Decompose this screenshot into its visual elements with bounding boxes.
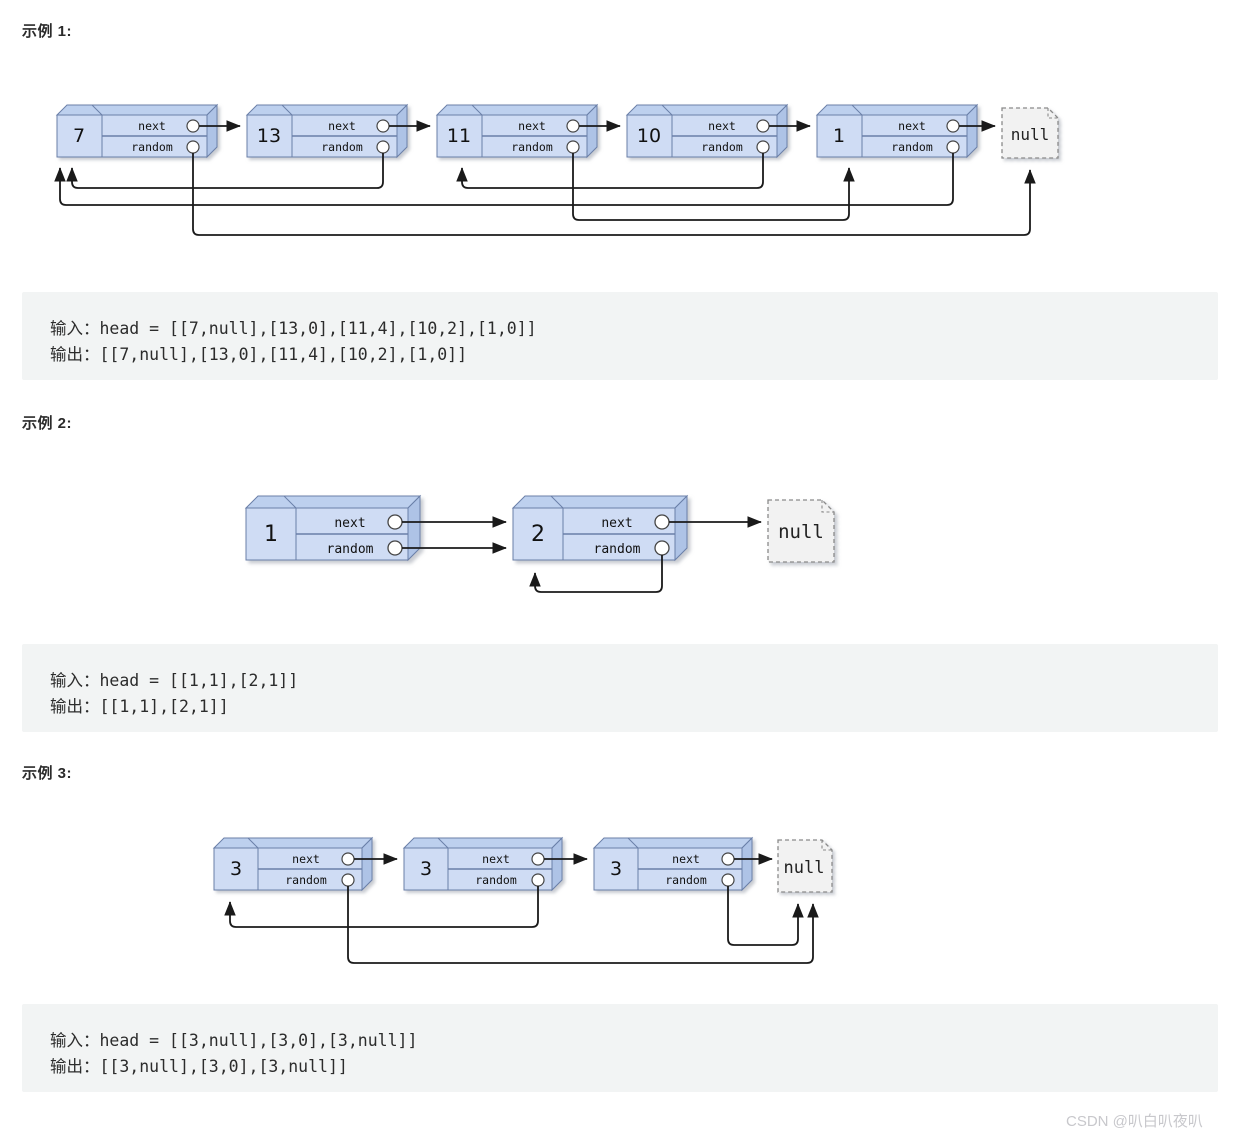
pointer-arrows bbox=[224, 853, 819, 964]
next-port bbox=[387, 514, 403, 530]
null-label: null bbox=[1011, 125, 1050, 144]
next-port bbox=[531, 852, 545, 866]
node-1 bbox=[244, 494, 422, 562]
node-value: 11 bbox=[447, 125, 471, 147]
null-label: null bbox=[784, 858, 825, 878]
node-random-label: random bbox=[665, 873, 707, 887]
next-port bbox=[654, 514, 670, 530]
next-port bbox=[756, 119, 770, 133]
node-value: 3 bbox=[230, 858, 242, 880]
random-port bbox=[721, 873, 735, 887]
node-random-label: random bbox=[891, 140, 933, 154]
section-header-example-2: 示例 2: bbox=[22, 415, 73, 432]
node-random-label: random bbox=[321, 140, 363, 154]
next-port bbox=[721, 852, 735, 866]
node-random-label: random bbox=[285, 873, 327, 887]
node-3-second bbox=[402, 836, 564, 892]
code-line-input: 输入：head = [[1,1],[2,1]] bbox=[50, 671, 299, 690]
node-13 bbox=[245, 103, 409, 159]
random-port bbox=[341, 873, 355, 887]
node-next-label: next bbox=[138, 119, 166, 133]
node-next-label: next bbox=[898, 119, 926, 133]
diagram-example-1: 7 next random 13 next random bbox=[40, 90, 1100, 260]
code-block-example-2: 输入：head = [[1,1],[2,1]] 输出：[[1,1],[2,1]] bbox=[22, 644, 1218, 732]
code-line-output: 输出：[[3,null],[3,0],[3,null]] bbox=[50, 1057, 348, 1076]
random-port bbox=[654, 540, 670, 556]
null-terminator bbox=[777, 839, 833, 893]
node-random-label: random bbox=[131, 140, 173, 154]
node-random-label: random bbox=[475, 873, 517, 887]
node-7 bbox=[55, 103, 219, 159]
node-random-label: random bbox=[594, 542, 641, 557]
diagram-example-2: 1 next random 2 next random bbox=[230, 480, 870, 610]
random-arrows bbox=[54, 153, 1036, 236]
node-next-label: next bbox=[328, 119, 356, 133]
random-port bbox=[376, 140, 390, 154]
next-port bbox=[946, 119, 960, 133]
node-random-label: random bbox=[327, 542, 374, 557]
next-port bbox=[566, 119, 580, 133]
node-value: 13 bbox=[257, 125, 281, 147]
null-terminator bbox=[1001, 107, 1059, 159]
node-next-label: next bbox=[672, 852, 700, 866]
next-port bbox=[186, 119, 200, 133]
node-1 bbox=[815, 103, 979, 159]
node-next-label: next bbox=[292, 852, 320, 866]
random-port bbox=[756, 140, 770, 154]
node-value: 10 bbox=[637, 125, 661, 147]
node-next-label: next bbox=[708, 119, 736, 133]
random-port bbox=[186, 140, 200, 154]
node-value: 3 bbox=[610, 858, 622, 880]
node-next-label: next bbox=[334, 516, 365, 531]
node-random-label: random bbox=[511, 140, 553, 154]
null-terminator bbox=[767, 499, 835, 563]
random-port bbox=[387, 540, 403, 556]
node-value: 1 bbox=[833, 125, 845, 147]
diagram-svg-example-3: 3 next random 3 next random bbox=[212, 836, 833, 964]
node-next-label: next bbox=[482, 852, 510, 866]
section-header-example-3: 示例 3: bbox=[22, 765, 73, 782]
node-3-third bbox=[592, 836, 754, 892]
node-value: 2 bbox=[531, 522, 545, 547]
diagram-svg-example-1: 7 next random 13 next random bbox=[54, 103, 1059, 236]
next-port bbox=[341, 852, 355, 866]
node-random-label: random bbox=[701, 140, 743, 154]
code-line-input: 输入：head = [[7,null],[13,0],[11,4],[10,2]… bbox=[50, 319, 537, 338]
next-port bbox=[376, 119, 390, 133]
node-11 bbox=[435, 103, 599, 159]
node-next-label: next bbox=[518, 119, 546, 133]
node-value: 3 bbox=[420, 858, 432, 880]
node-value: 7 bbox=[73, 125, 85, 147]
section-header-example-1: 示例 1: bbox=[22, 23, 73, 40]
node-value: 1 bbox=[264, 522, 278, 547]
csdn-watermark: CSDN @叭白叭夜叭 bbox=[1066, 1113, 1203, 1130]
code-block-example-3: 输入：head = [[3,null],[3,0],[3,null]] 输出：[… bbox=[22, 1004, 1218, 1092]
code-line-output: 输出：[[7,null],[13,0],[11,4],[10,2],[1,0]] bbox=[50, 345, 468, 364]
null-label: null bbox=[778, 521, 824, 543]
random-port bbox=[531, 873, 545, 887]
random-port bbox=[566, 140, 580, 154]
node-3-first bbox=[212, 836, 374, 892]
code-block-example-1: 输入：head = [[7,null],[13,0],[11,4],[10,2]… bbox=[22, 292, 1218, 380]
code-line-output: 输出：[[1,1],[2,1]] bbox=[50, 697, 229, 716]
node-next-label: next bbox=[601, 516, 632, 531]
node-10 bbox=[625, 103, 789, 159]
diagram-svg-example-2: 1 next random 2 next random bbox=[244, 494, 835, 593]
code-line-input: 输入：head = [[3,null],[3,0],[3,null]] bbox=[50, 1031, 418, 1050]
random-port bbox=[946, 140, 960, 154]
node-2 bbox=[511, 494, 689, 562]
pointer-arrows bbox=[402, 516, 762, 593]
diagram-example-3: 3 next random 3 next random bbox=[200, 820, 880, 990]
